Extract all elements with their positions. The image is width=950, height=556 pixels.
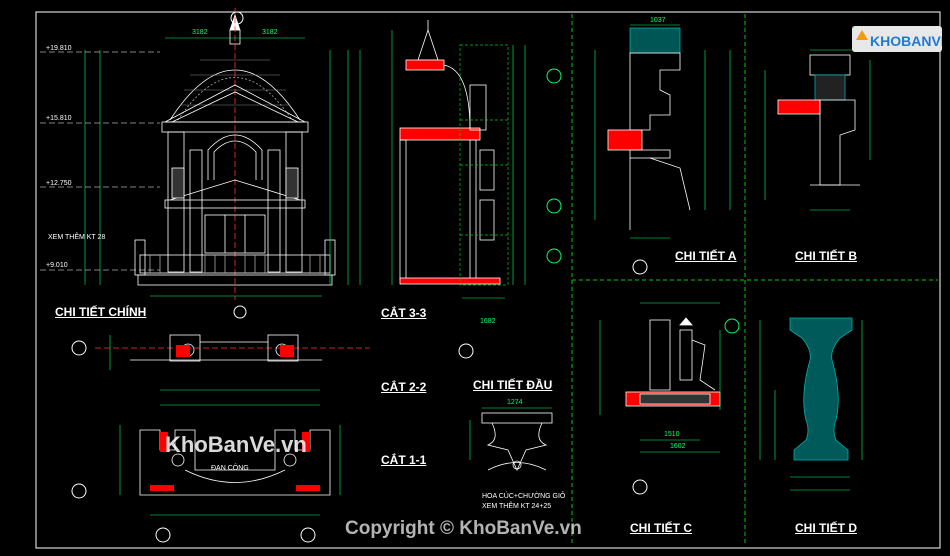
dim-a-top: 1037: [650, 17, 666, 24]
level-1: +19.810: [46, 45, 72, 52]
axis-markers: [71, 11, 648, 543]
title-detail-a: CHI TIẾT A: [675, 249, 737, 263]
dim-c-bottom-a: 1510: [664, 431, 680, 438]
plan-dims: [109, 335, 341, 516]
title-detail-c: CHI TIẾT C: [630, 521, 692, 535]
detail-c: [625, 317, 721, 407]
detail-d-dims: [759, 320, 863, 491]
plan-note: ĐAN CÔNG: [211, 465, 249, 472]
plan-2-2-fill: [176, 345, 294, 357]
watermark-copyright: Copyright © KhoBanVe.vn: [345, 518, 582, 539]
dim-c-bottom: 1602: [670, 443, 686, 450]
detail-c-dims: [599, 302, 721, 453]
detail-b-dims: [764, 49, 871, 211]
dim-top-left: 3182: [192, 29, 208, 36]
title-detail-d: CHI TIẾT D: [795, 521, 857, 535]
title-cut-1-1: CẮT 1-1: [381, 453, 427, 467]
watermark-logo: KhoBanVe.vn: [165, 432, 307, 457]
dim-top-right: 3182: [262, 29, 278, 36]
level-4: +9.010: [46, 262, 68, 269]
plan-2-2: [95, 334, 370, 362]
section-dims: [391, 30, 526, 299]
main-note: XEM THÊM KT 28: [48, 234, 106, 241]
dim-cut-bottom: 1682: [480, 318, 496, 325]
dim-head-top: 1274: [507, 399, 523, 406]
title-head: CHI TIẾT ĐẦU: [473, 378, 553, 392]
section-grid: [459, 44, 509, 286]
section-3-3: [399, 20, 501, 285]
plan-1-1: [139, 429, 331, 496]
main-dimensions: [84, 37, 361, 297]
section-callouts: [546, 68, 740, 334]
plan-1-1-fill: [150, 432, 320, 491]
flower-note-2: XEM THÊM KT 24+25: [482, 503, 552, 510]
flower-note: HOA CÚC+CHƯỜNG GIỎ: [482, 493, 566, 500]
drawing-frame: [35, 11, 941, 549]
head-dims: [469, 407, 552, 460]
level-lines: [40, 51, 160, 271]
head-detail: [481, 412, 553, 471]
logo-text: KHOBANVE: [870, 33, 942, 49]
detail-b: [777, 54, 860, 186]
title-cut-2-2: CẮT 2-2: [381, 380, 427, 394]
level-3: +12.750: [46, 180, 72, 187]
title-cut-3-3: CẮT 3-3: [381, 306, 427, 320]
level-2: +15.810: [46, 115, 72, 122]
main-elevation: [134, 8, 336, 300]
detail-a-dims: [594, 24, 731, 239]
panel-separators: [571, 14, 938, 546]
detail-d: [789, 317, 853, 461]
title-detail-b: CHI TIẾT B: [795, 249, 857, 263]
khobanve-logo: KHOBANVE: [852, 26, 942, 52]
title-main: CHI TIẾT CHÍNH: [55, 305, 147, 319]
detail-a: [607, 27, 691, 230]
